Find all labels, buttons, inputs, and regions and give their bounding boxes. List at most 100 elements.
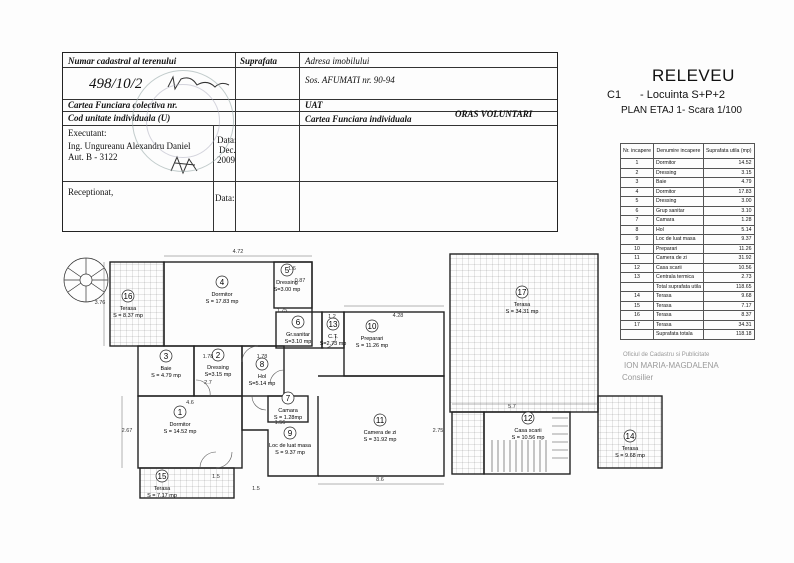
- dimension-label: 1.78: [203, 354, 214, 360]
- room-number-marker: [255, 357, 269, 371]
- terrace-17-area: [449, 253, 599, 413]
- room-number-marker: [173, 405, 187, 419]
- room-name: Preparari: [361, 336, 384, 342]
- executant-label: Executant:: [68, 128, 107, 138]
- room-number: 4: [220, 278, 225, 287]
- room-name: Dormitor: [211, 292, 232, 298]
- dimension-label: 4.28: [393, 313, 404, 319]
- room-name: Dressing: [207, 365, 229, 371]
- dimension-label: 3.76: [95, 300, 106, 306]
- dimension-label: 1.5: [212, 474, 220, 480]
- room-number: 16: [124, 292, 133, 301]
- executant-auth: Aut. B - 3122: [68, 152, 118, 162]
- room-number: 5: [285, 266, 290, 275]
- stamp-role: Consilier: [622, 373, 654, 382]
- col-header-name: Denumire incapere: [652, 143, 704, 159]
- cf-collective-label: Cartea Funciara colectiva nr.: [68, 100, 178, 110]
- room-area: S = 7.17 mp: [147, 493, 177, 499]
- room-number: 17: [518, 288, 527, 297]
- room-number-marker: [373, 413, 387, 427]
- room-number-marker: [521, 411, 535, 425]
- stamp-office: Oficiul de Cadastru si Publicitate: [623, 352, 710, 358]
- address-value: Sos. AFUMATI nr. 90-94: [305, 75, 395, 85]
- door-swings: [195, 335, 337, 469]
- official-stamp-inner: [146, 84, 220, 158]
- room-number: 7: [286, 394, 291, 403]
- room-area: S=2.73 mp: [320, 341, 347, 347]
- dimension-label: 0.87: [295, 278, 306, 284]
- room-name: Casa scarii: [514, 428, 541, 434]
- room-area: S=3.15 mp: [205, 372, 232, 378]
- room-name: Camara: [278, 408, 299, 414]
- official-stamp: [132, 70, 234, 172]
- building-code: C1: [607, 89, 622, 101]
- room-number: 8: [260, 360, 265, 369]
- room-8-walls: [241, 345, 285, 397]
- room-number-marker: [291, 315, 305, 329]
- room-area: S = 10.56 mp: [512, 435, 545, 441]
- room-area: S=3.10 mp: [285, 339, 312, 345]
- room-number: 13: [329, 320, 338, 329]
- room-name: C.T.: [328, 334, 338, 340]
- room-area: S = 34.31 mp: [506, 309, 539, 315]
- room-area: S = 9.37 mp: [275, 450, 305, 456]
- date-year: 2009: [217, 155, 235, 165]
- date2-label: Data:: [215, 193, 235, 203]
- uat-label: UAT: [305, 100, 323, 110]
- room-number: 11: [376, 416, 385, 425]
- room-number: 10: [368, 322, 377, 331]
- room-name: Camera de zi: [364, 430, 397, 436]
- room-number-marker: [215, 275, 229, 289]
- room-name: Hol: [258, 374, 266, 380]
- room-name: Terasa: [120, 306, 137, 312]
- dimension-label: 1.75: [277, 308, 288, 314]
- room-name: Terasa: [514, 302, 531, 308]
- room-number: 14: [626, 432, 635, 441]
- terrace-16-area: [109, 261, 165, 347]
- cell-name: Suprafata totala: [652, 329, 704, 340]
- room-area: S = 31.92 mp: [364, 437, 397, 443]
- room-number-marker: [121, 289, 135, 303]
- rooms-area-table: Nr. incapere Denumire incapere Suprafata…: [620, 143, 755, 340]
- dimension-label: 8.6: [376, 477, 384, 483]
- room-area: S=5.14 mp: [249, 381, 276, 387]
- room-name: Gr.sanitar: [286, 332, 310, 338]
- room-area: S = 8.37 mp: [113, 313, 143, 319]
- room-number-marker: [365, 319, 379, 333]
- dimension-label: 1.2: [328, 314, 336, 320]
- room-name: Dressing: [276, 280, 298, 286]
- dimension-label: 5.7: [508, 404, 516, 410]
- cadastral-number: 498/10/2: [89, 76, 143, 92]
- room-area: S = 9.68 mp: [615, 453, 645, 459]
- room-number-marker: [211, 348, 225, 362]
- dimension-lines: [103, 255, 598, 485]
- plan-scale: PLAN ETAJ 1- Scara 1/100: [621, 105, 742, 116]
- room-number-marker: [283, 426, 297, 440]
- dimension-label: 2.75: [433, 428, 444, 434]
- dimension-label: 2.7: [204, 380, 212, 386]
- receptionat-label: Receptionat,: [68, 187, 114, 197]
- room-name: Dormitor: [169, 422, 190, 428]
- unit-code-label: Cod unitate individuala (U): [68, 113, 171, 123]
- stamp-name: ION MARIA-MAGDALENA: [624, 361, 719, 370]
- room-area: S = 4.79 mp: [151, 373, 181, 379]
- stair-steps-icon: [491, 417, 568, 472]
- room-number-marker: [623, 429, 637, 443]
- terrace-side-area: [451, 411, 485, 475]
- date-month: Dec.: [219, 145, 236, 155]
- room-number-marker: [326, 317, 340, 331]
- spiral-stair-icon: [63, 257, 109, 303]
- room-9-walls: [241, 396, 319, 477]
- room-name: Terasa: [622, 446, 639, 452]
- room-number: 15: [158, 472, 167, 481]
- col-header-area: Suprafata utila (mp): [702, 143, 755, 159]
- room-number: 9: [288, 429, 293, 438]
- dimension-label: 1.78: [257, 354, 268, 360]
- cadastral-label: Numar cadastral al terenului: [68, 56, 177, 66]
- room-number-marker: [515, 285, 529, 299]
- room-name: Baie: [160, 366, 171, 372]
- dimension-label: 2.67: [122, 428, 133, 434]
